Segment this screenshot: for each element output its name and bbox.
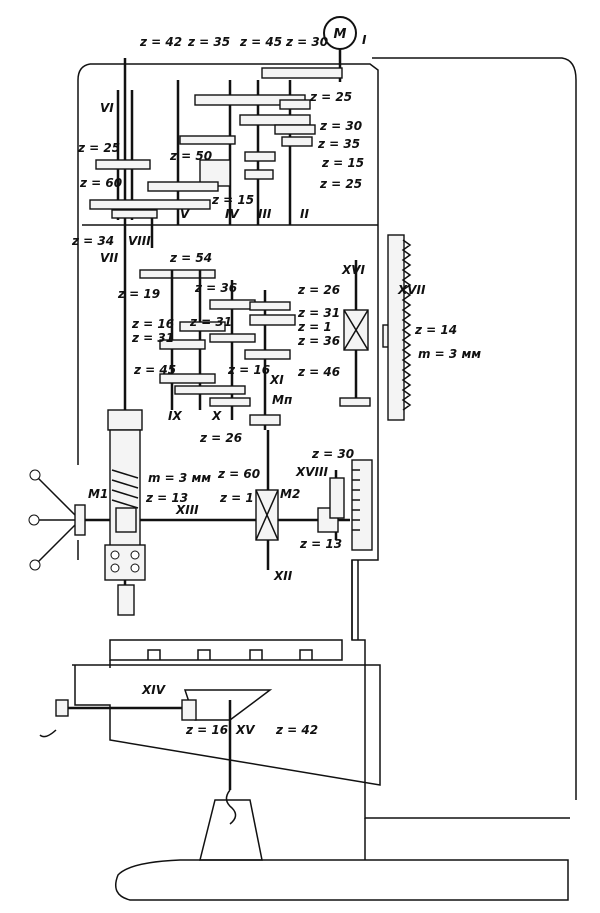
shaft-IX: IX: [168, 409, 182, 423]
label-z60: z = 60: [217, 467, 260, 481]
shaft-VII: VII: [100, 251, 119, 265]
label-z30: z = 30: [319, 119, 362, 133]
knee-drive: [39, 689, 273, 825]
label-z16: z = 16: [185, 723, 228, 737]
label-z15: z = 15: [321, 156, 364, 170]
label-z35: z = 35: [187, 35, 230, 49]
shaft-XVII: XVII: [397, 283, 426, 297]
upper-gears: [89, 67, 343, 279]
label-z34: z = 34: [71, 234, 114, 248]
clutch-M1: M1: [88, 487, 108, 501]
label-z50: z = 50: [169, 149, 212, 163]
label-z30: z = 30: [285, 35, 328, 49]
clutch-M2: M2: [280, 487, 300, 501]
label-z30: z = 30: [311, 447, 354, 461]
label-m3-screw: m = 3 мм: [148, 471, 211, 485]
label-z25: z = 25: [309, 90, 352, 104]
shaft-XIV: XIV: [141, 683, 167, 697]
lower-gears: [28, 409, 373, 616]
clutch-Mn: Mп: [272, 393, 292, 407]
label-z13: z = 13: [299, 537, 342, 551]
shaft-V: V: [180, 207, 191, 221]
shaft-XII: XII: [273, 569, 293, 583]
shaft-XI: XI: [269, 373, 284, 387]
middle-gears: [159, 234, 412, 430]
label-z60: z = 60: [79, 176, 122, 190]
label-z35: z = 35: [317, 137, 360, 151]
label-z1: z = 1: [219, 491, 254, 505]
label-z31: z = 31: [189, 315, 232, 329]
label-z26: z = 26: [199, 431, 242, 445]
shaft-VI: VI: [100, 101, 114, 115]
shaft-X: X: [211, 409, 222, 423]
shaft-XVIII: XVIII: [295, 465, 328, 479]
label-z1: z = 1: [297, 320, 332, 334]
label-z16: z = 16: [131, 317, 174, 331]
label-z25: z = 25: [319, 177, 362, 191]
shaft-II: II: [300, 207, 309, 221]
label-z16: z = 16: [227, 363, 270, 377]
label-z15: z = 15: [211, 193, 254, 207]
label-z42: z = 42: [139, 35, 182, 49]
label-z54: z = 54: [169, 251, 212, 265]
label-z45: z = 45: [133, 363, 176, 377]
motor-label: M: [334, 27, 347, 42]
shaft-VIII: VIII: [128, 234, 151, 248]
label-z25: z = 25: [77, 141, 120, 155]
label-z31: z = 31: [131, 331, 174, 345]
label-z13: z = 13: [145, 491, 188, 505]
label-z45: z = 45: [239, 35, 282, 49]
label-z14: z = 14: [414, 323, 457, 337]
label-m3-rack: m = 3 мм: [418, 347, 481, 361]
label-z26: z = 26: [297, 283, 340, 297]
label-z36: z = 36: [194, 281, 237, 295]
shaft-IV: IV: [225, 207, 240, 221]
label-z46: z = 46: [297, 365, 340, 379]
gear-labels: z = 42 z = 35 z = 45 z = 30 I VI z = 25 …: [71, 33, 481, 737]
shaft-XV: XV: [235, 723, 256, 737]
label-z42: z = 42: [275, 723, 318, 737]
label-z19: z = 19: [117, 287, 160, 301]
shaft-XIII: XIII: [175, 503, 199, 517]
shaft-I: I: [362, 33, 367, 47]
shaft-XVI: XVI: [341, 263, 366, 277]
label-z31: z = 31: [297, 306, 340, 320]
label-z36: z = 36: [297, 334, 340, 348]
shaft-III: III: [258, 207, 272, 221]
